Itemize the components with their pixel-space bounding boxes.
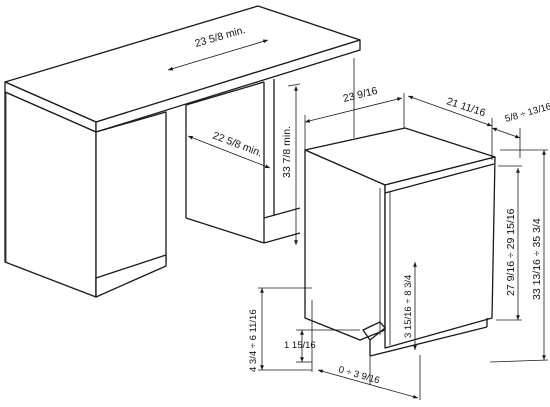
label-body-height: 27 9/16 ÷ 29 15/16 — [505, 208, 517, 296]
label-plinth-gap: 1 15/16 — [284, 340, 316, 351]
label-kick-height: 3 15/16 ÷ 8 3/4 — [403, 275, 414, 338]
right-cabinet-back — [185, 79, 301, 244]
label-plinth-range: 4 3/4 ÷ 6 11/16 — [248, 309, 259, 372]
dishwasher — [304, 127, 496, 357]
countertop — [4, 5, 361, 133]
label-door-offset: 5/8 ÷ 13/16 — [504, 101, 550, 125]
label-plinth-setback: 0 ÷ 3 9/16 — [337, 364, 381, 386]
label-unit-width: 23 9/16 — [342, 85, 379, 105]
label-cabinet-height: 33 7/8 min. — [281, 126, 293, 178]
label-unit-height: 33 13/16 ÷ 35 3/4 — [531, 218, 543, 300]
dimension-lines — [167, 39, 549, 400]
label-unit-depth: 21 11/16 — [445, 95, 487, 119]
left-cabinet — [4, 91, 167, 298]
